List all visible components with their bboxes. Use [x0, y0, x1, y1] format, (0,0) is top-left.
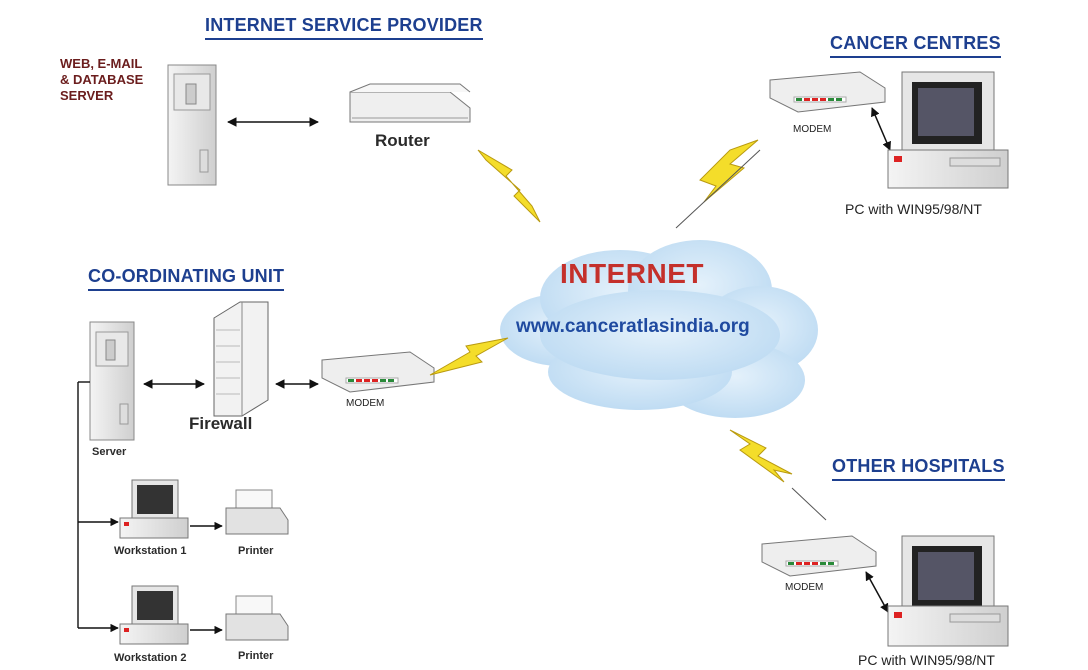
hospital-internet-link — [791, 487, 827, 521]
hospital-modem-icon — [761, 535, 877, 577]
isp-server-icon — [167, 64, 217, 186]
isp-server-label-line-2: & DATABASE — [60, 72, 144, 87]
cancer-internet-link — [675, 149, 761, 229]
internet-title: INTERNET — [560, 258, 704, 289]
isp-server-label-line-3: SERVER — [60, 88, 114, 103]
pc-hospital-label: PC with WIN95/98/NT — [858, 652, 995, 668]
printer-2-label: Printer — [238, 650, 274, 662]
heading-other-hospitals: OTHER HOSPITALS — [832, 456, 1005, 481]
workstation-2-label: Workstation 2 — [114, 652, 187, 664]
printer-1-label: Printer — [238, 545, 274, 557]
unit-modem-icon — [321, 351, 435, 393]
isp-server-label: WEB, E-MAIL & DATABASE SERVER — [60, 56, 143, 104]
printer-1-icon — [225, 489, 289, 535]
unit-server-icon — [89, 321, 135, 441]
heading-isp: INTERNET SERVICE PROVIDER — [205, 15, 483, 40]
workstation-1-label: Workstation 1 — [114, 545, 187, 557]
router-label: Router — [375, 131, 430, 150]
lan-lines — [77, 381, 90, 628]
heading-coordinating-unit: CO-ORDINATING UNIT — [88, 266, 285, 291]
pc-cancer-label: PC with WIN95/98/NT — [845, 201, 982, 217]
internet-url: www.canceratlasindia.org — [516, 316, 750, 337]
cancer-pc-icon — [887, 71, 1009, 189]
workstation-2-icon — [119, 585, 189, 645]
lightning-bolt-unit — [429, 337, 509, 376]
heading-cancer-centres: CANCER CENTRES — [830, 33, 1001, 58]
modem-cancer-label: MODEM — [793, 124, 832, 135]
lightning-bolt-cancer — [699, 139, 759, 203]
modem-hospital-label: MODEM — [785, 582, 824, 593]
server-label: Server — [92, 446, 127, 458]
modem-unit-label: MODEM — [346, 398, 385, 409]
cancer-modem-icon — [769, 71, 886, 113]
cancer-modem-pc-link — [871, 107, 891, 151]
firewall-label: Firewall — [189, 414, 253, 433]
hospital-modem-pc-link — [865, 571, 889, 613]
firewall-icon — [213, 301, 269, 417]
isp-server-label-line-1: WEB, E-MAIL — [60, 56, 143, 71]
hospital-pc-icon — [887, 535, 1009, 647]
workstation-1-icon — [119, 479, 189, 539]
router-icon — [349, 83, 471, 123]
internet-cloud — [500, 240, 818, 418]
lightning-bolt-hospital — [729, 429, 793, 483]
lightning-bolt-isp — [477, 149, 541, 223]
printer-2-icon — [225, 595, 289, 641]
